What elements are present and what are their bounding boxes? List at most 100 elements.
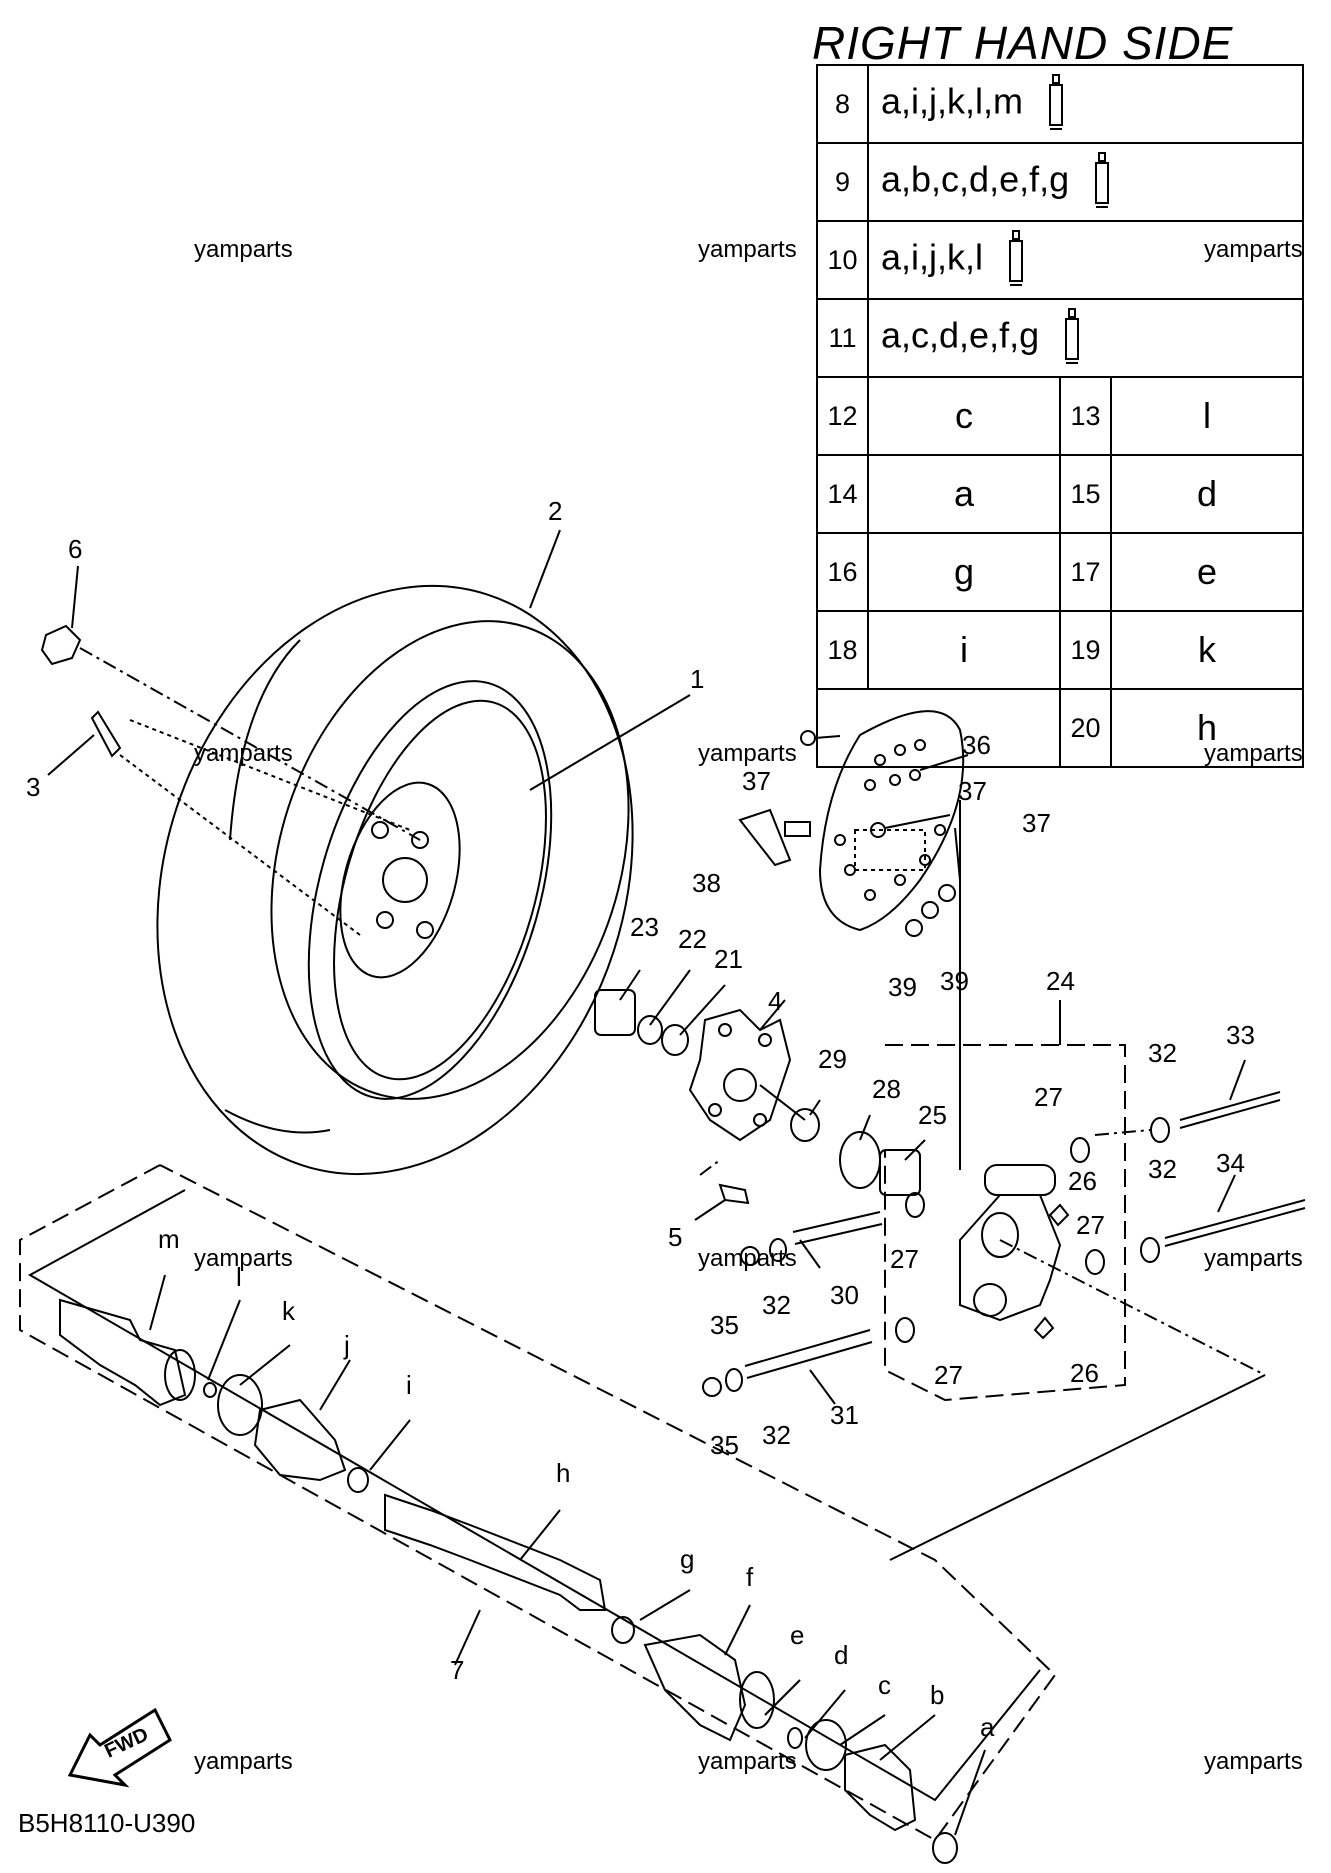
grease-tube-icon — [1009, 230, 1024, 286]
watermark: yamparts — [698, 236, 797, 263]
grease-tube-icon — [1095, 152, 1110, 208]
callout-b: b — [930, 1680, 945, 1710]
callout-6: 6 — [68, 534, 83, 564]
callout-1: 1 — [690, 664, 705, 694]
callout-k: k — [282, 1296, 295, 1326]
item-letter: e — [1110, 532, 1304, 612]
callout-39: 39 — [940, 966, 969, 996]
callout-29: 29 — [818, 1044, 847, 1074]
kit-number: 10 — [816, 220, 869, 300]
callout-35: 35 — [710, 1430, 739, 1460]
watermark: yamparts — [194, 1245, 293, 1272]
kit-number: 8 — [816, 64, 869, 144]
callout-5: 5 — [668, 1222, 683, 1252]
callout-c: c — [878, 1670, 891, 1700]
callout-38: 38 — [692, 868, 721, 898]
fwd-arrow-icon — [67, 1707, 172, 1788]
callout-30: 30 — [830, 1280, 859, 1310]
callout-34: 34 — [1216, 1148, 1245, 1178]
pair-row: 12 c 13 l — [816, 376, 1304, 456]
callout-23: 23 — [630, 912, 659, 942]
callout-4: 4 — [768, 986, 783, 1016]
callout-32: 32 — [1148, 1154, 1177, 1184]
callout-39: 39 — [888, 972, 917, 1002]
callout-26: 26 — [1068, 1166, 1097, 1196]
kit-row: 11 a,c,d,e,f,g — [816, 298, 1304, 378]
watermark: yamparts — [194, 740, 293, 767]
grease-tube-icon — [1049, 74, 1064, 130]
callout-26: 26 — [1070, 1358, 1099, 1388]
item-number: 19 — [1059, 610, 1112, 690]
wheel-nut-drawing — [40, 565, 82, 666]
watermark: yamparts — [1204, 740, 1303, 767]
watermark: yamparts — [698, 740, 797, 767]
item-letter: c — [867, 376, 1061, 456]
callout-31: 31 — [830, 1400, 859, 1430]
callout-l: l — [236, 1262, 242, 1292]
item-letter: a — [867, 454, 1061, 534]
wheel-rim-drawing — [307, 680, 553, 1100]
kit-number: 9 — [816, 142, 869, 222]
drive-shaft-drawing — [59, 1298, 958, 1864]
item-number: 12 — [816, 376, 869, 456]
callout-37: 37 — [958, 776, 987, 806]
callout-37: 37 — [1022, 808, 1051, 838]
diagram-code: B5H8110-U390 — [18, 1808, 196, 1838]
item-letter: d — [1110, 454, 1304, 534]
callout-28: 28 — [872, 1074, 901, 1104]
kit-row: 10 a,i,j,k,l — [816, 220, 1304, 300]
item-letter: g — [867, 532, 1061, 612]
callout-36: 36 — [962, 730, 991, 760]
callout-25: 25 — [918, 1100, 947, 1130]
callout-i: i — [406, 1370, 412, 1400]
item-number: 20 — [1059, 688, 1112, 768]
watermark: yamparts — [194, 1748, 293, 1775]
kit-contents: a,i,j,k,l,m — [867, 64, 1304, 144]
brake-pin-drawing — [738, 808, 811, 867]
kit-number: 11 — [816, 298, 869, 378]
item-number: 17 — [1059, 532, 1112, 612]
valve-stem-drawing — [47, 710, 122, 776]
callout-37: 37 — [742, 766, 771, 796]
callout-22: 22 — [678, 924, 707, 954]
kit-row: 8 a,i,j,k,l,m — [816, 64, 1304, 144]
item-number: 18 — [816, 610, 869, 690]
callout-3: 3 — [26, 772, 41, 802]
callout-27: 27 — [934, 1360, 963, 1390]
watermark: yamparts — [698, 1245, 797, 1272]
callout-7: 7 — [450, 1655, 465, 1685]
callout-32: 32 — [1148, 1038, 1177, 1068]
callout-27: 27 — [1076, 1210, 1105, 1240]
watermark: yamparts — [194, 236, 293, 263]
item-letter: i — [867, 610, 1061, 690]
callout-j: j — [344, 1330, 350, 1360]
kit-row: 9 a,b,c,d,e,f,g — [816, 142, 1304, 222]
callout-27: 27 — [890, 1244, 919, 1274]
callout-g: g — [680, 1544, 695, 1574]
pair-row: 14 a 15 d — [816, 454, 1304, 534]
callout-32: 32 — [762, 1290, 791, 1320]
callout-a: a — [980, 1712, 995, 1742]
callout-h: h — [556, 1458, 571, 1488]
kit-contents: a,b,c,d,e,f,g — [867, 142, 1304, 222]
item-number: 16 — [816, 532, 869, 612]
hub-carrier-drawing — [688, 999, 806, 1142]
tire-drawing — [156, 584, 634, 1176]
callout-e: e — [790, 1620, 805, 1650]
callout-21: 21 — [714, 944, 743, 974]
knuckle-arm-drawing — [959, 1164, 1062, 1322]
item-letter: l — [1110, 376, 1304, 456]
pair-row: 18 i 19 k — [816, 610, 1304, 690]
item-number: 15 — [1059, 454, 1112, 534]
kit-reference-table: 8 a,i,j,k,l,m 9 a,b,c,d,e,f,g 10 a,i,j,k… — [816, 64, 1304, 768]
item-number: 14 — [816, 454, 869, 534]
callout-d: d — [834, 1640, 849, 1670]
callout-m: m — [158, 1224, 180, 1254]
watermark: yamparts — [1204, 1748, 1303, 1775]
callout-f: f — [746, 1562, 754, 1592]
item-letter: h — [1110, 688, 1304, 768]
watermark: yamparts — [698, 1748, 797, 1775]
callout-33: 33 — [1226, 1020, 1255, 1050]
pair-row: 16 g 17 e — [816, 532, 1304, 612]
